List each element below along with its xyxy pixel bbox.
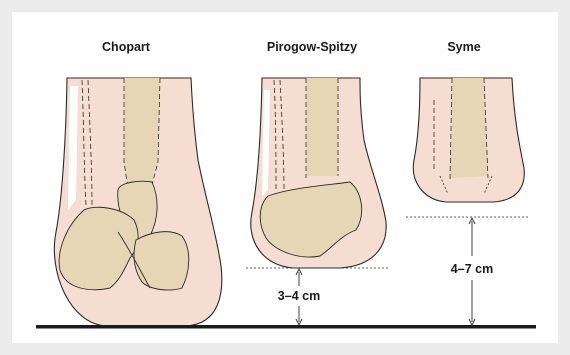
- syme-title: Syme: [447, 40, 480, 54]
- ground-line: [36, 325, 536, 329]
- chopart-title: Chopart: [102, 40, 151, 54]
- syme-measure: 4–7 cm: [451, 262, 493, 276]
- pirogow-measure: 3–4 cm: [278, 289, 320, 303]
- syme-stump: [413, 78, 524, 202]
- pirogow-spitzy-title: Pirogow-Spitzy: [267, 40, 357, 54]
